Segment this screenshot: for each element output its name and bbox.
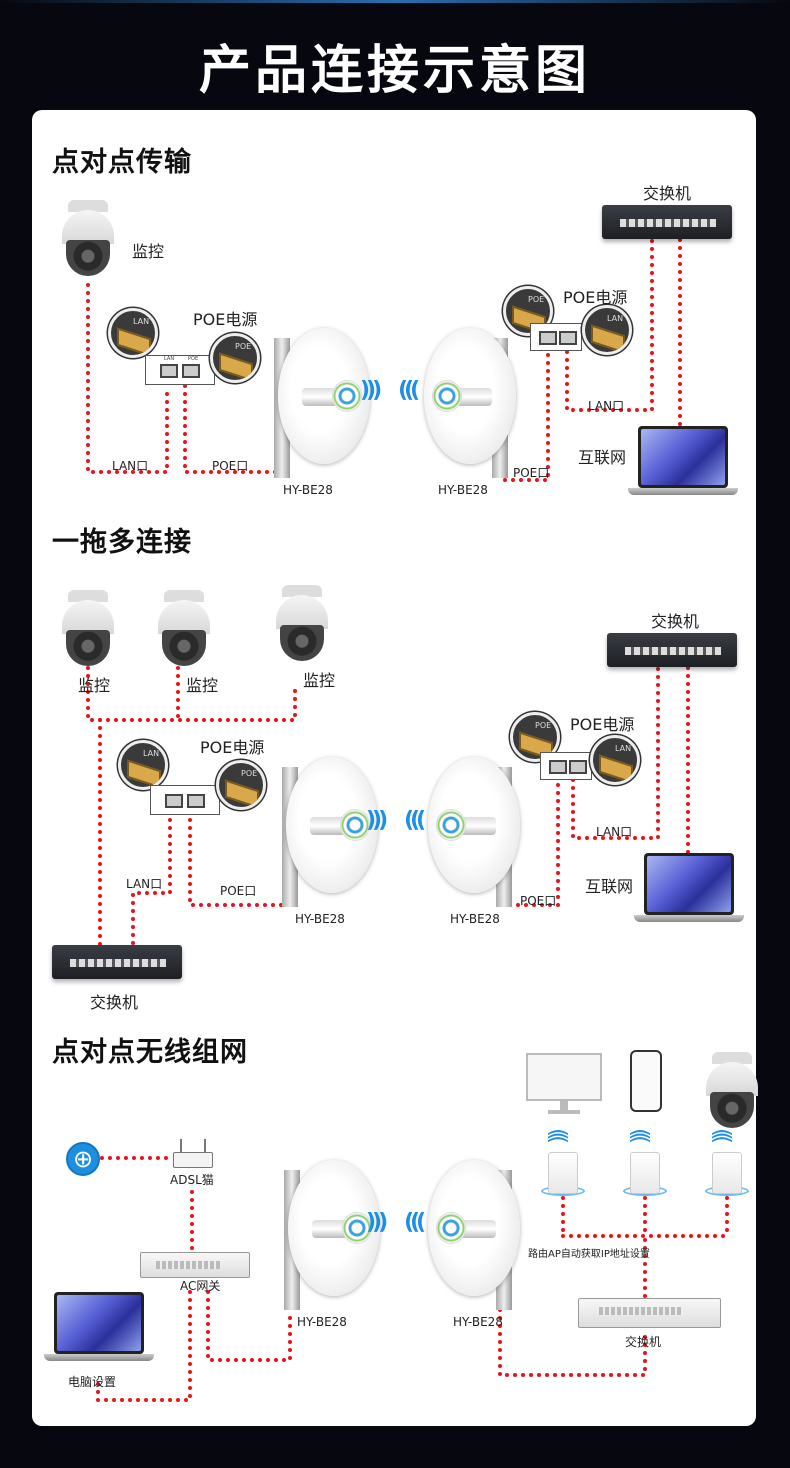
camera-icon — [158, 590, 210, 666]
wifi-signal-icon: ))) — [408, 808, 427, 833]
section-title-p2p: 点对点传输 — [52, 147, 192, 178]
gateway-label: AC网关 — [180, 1279, 221, 1293]
poe-injector-icon — [540, 752, 592, 780]
poe-port-zoom-icon: POE — [210, 333, 260, 383]
lan-port-label: LAN口 — [112, 459, 149, 473]
lan-port-zoom-icon: LAN — [118, 740, 168, 790]
wifi-signal-icon: ))) — [360, 378, 382, 403]
poe-port-label: POE口 — [520, 894, 557, 908]
internet-label: 互联网 — [578, 448, 627, 467]
page-title: 产品连接示意图 — [198, 41, 591, 101]
switch-icon — [52, 945, 182, 979]
antenna-icon — [272, 328, 382, 478]
internet-label: 互联网 — [585, 877, 634, 896]
gateway-icon — [140, 1252, 250, 1278]
switch-icon — [602, 205, 732, 239]
access-point-icon — [548, 1152, 578, 1194]
modem-label: ADSL猫 — [170, 1173, 214, 1187]
lan-port-label: LAN口 — [126, 877, 163, 891]
poe-power-label: POE电源 — [193, 310, 258, 329]
switch-label: 交换机 — [625, 1335, 662, 1349]
wifi-icon: ))) — [545, 1133, 571, 1144]
laptop-icon — [634, 853, 744, 929]
wifi-signal-icon: ))) — [366, 1210, 388, 1235]
poe-port-zoom-icon: LAN — [590, 735, 640, 785]
model-label: HY-BE28 — [438, 483, 488, 497]
antenna-icon — [416, 1160, 526, 1310]
poe-injector-icon — [530, 323, 582, 351]
wifi-signal-icon: ))) — [402, 378, 421, 403]
poe-power-label: POE电源 — [200, 738, 265, 757]
section-title-multi: 一拖多连接 — [52, 527, 192, 558]
access-point-icon — [630, 1152, 660, 1194]
phone-icon — [630, 1050, 662, 1112]
lan-port-label: LAN口 — [596, 825, 633, 839]
wifi-signal-icon: ))) — [408, 1210, 427, 1235]
switch-label: 交换机 — [90, 993, 139, 1012]
wifi-signal-icon: ))) — [366, 808, 388, 833]
camera-label: 监控 — [186, 676, 219, 695]
lan-port-label: LAN口 — [588, 399, 625, 413]
pc-label: 电脑设置 — [68, 1375, 117, 1389]
wifi-icon: ))) — [709, 1133, 735, 1144]
access-point-icon — [712, 1152, 742, 1194]
globe-icon: ⊕ — [66, 1142, 100, 1176]
poe-port-label: POE口 — [513, 466, 550, 480]
camera-icon — [62, 200, 114, 276]
poe-port-zoom-icon: POE — [216, 760, 266, 810]
poe-port-label: POE口 — [220, 884, 257, 898]
camera-label: 监控 — [303, 671, 336, 690]
camera-label: 监控 — [132, 242, 165, 261]
antenna-icon — [416, 757, 526, 907]
section-title-network: 点对点无线组网 — [52, 1037, 248, 1068]
model-label: HY-BE28 — [450, 912, 500, 926]
monitor-icon — [526, 1053, 602, 1115]
switch-icon — [578, 1298, 721, 1328]
poe-port-label: POE口 — [212, 459, 249, 473]
wifi-icon: ))) — [627, 1133, 653, 1144]
model-label: HY-BE28 — [453, 1315, 503, 1329]
note-label: 路由AP自动获取IP地址设置 — [528, 1249, 650, 1260]
camera-label: 监控 — [78, 676, 111, 695]
model-label: HY-BE28 — [297, 1315, 347, 1329]
laptop-icon — [44, 1292, 154, 1368]
antenna-icon — [280, 757, 390, 907]
poe-power-label: POE电源 — [563, 288, 628, 307]
model-label: HY-BE28 — [283, 483, 333, 497]
camera-icon — [276, 585, 328, 661]
lan-port-zoom-icon: LAN — [108, 308, 158, 358]
poe-power-label: POE电源 — [570, 715, 635, 734]
camera-icon — [706, 1052, 758, 1128]
top-accent-line — [0, 0, 790, 3]
switch-label: 交换机 — [643, 184, 692, 203]
poe-injector-icon — [150, 785, 220, 815]
modem-icon — [173, 1139, 213, 1168]
camera-icon — [62, 590, 114, 666]
switch-icon — [607, 633, 737, 667]
antenna-icon — [412, 328, 522, 478]
poe-port-zoom-icon: LAN — [582, 305, 632, 355]
antenna-icon — [282, 1160, 392, 1310]
laptop-icon — [628, 426, 738, 502]
model-label: HY-BE28 — [295, 912, 345, 926]
switch-label: 交换机 — [651, 612, 700, 631]
